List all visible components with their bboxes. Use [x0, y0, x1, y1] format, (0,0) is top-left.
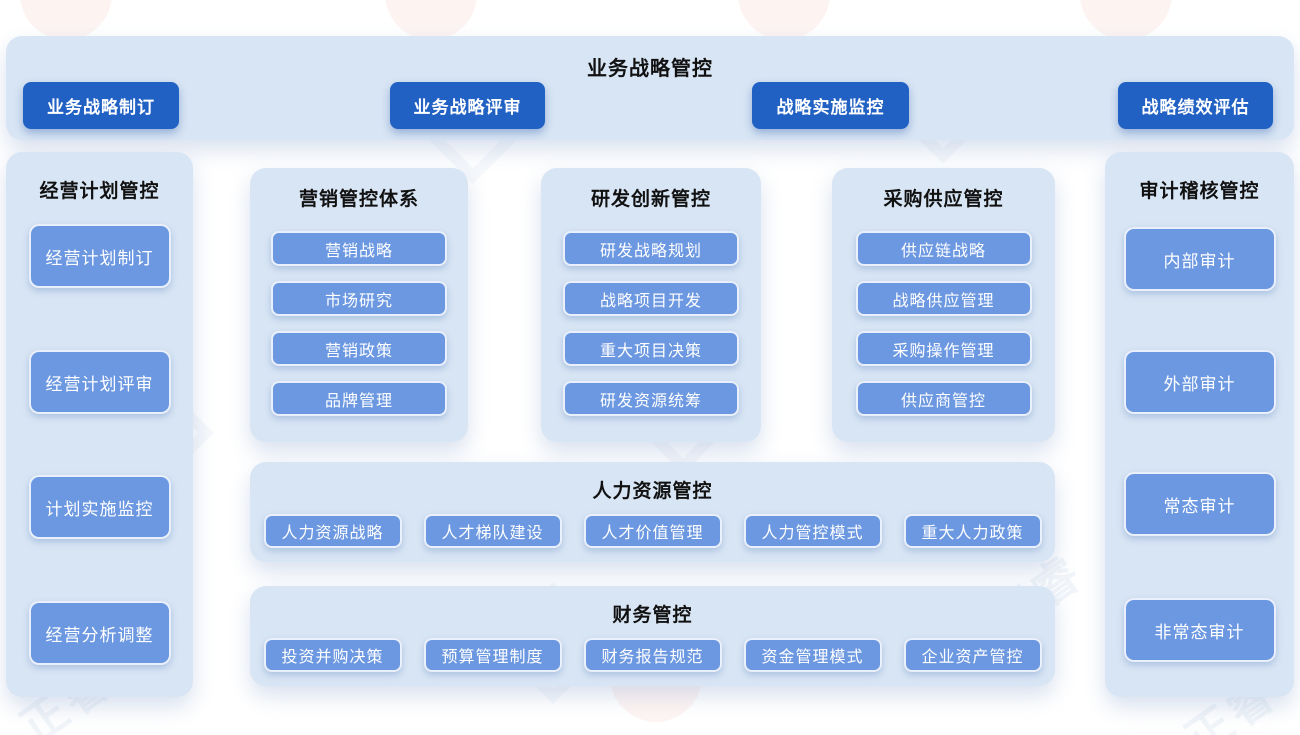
node-item: 研发战略规划 [563, 231, 739, 266]
node-item: 投资并购决策 [263, 638, 402, 672]
panel-finance-control: 财务管控 投资并购决策 预算管理制度 财务报告规范 资金管理模式 企业资产管控 [250, 586, 1055, 686]
finance-items-row: 投资并购决策 预算管理制度 财务报告规范 资金管理模式 企业资产管控 [250, 638, 1055, 672]
node-item: 经营计划制订 [28, 224, 171, 288]
node-item: 人才梯队建设 [423, 514, 562, 548]
node-item: 营销战略 [271, 231, 447, 266]
panel-audit-control: 审计稽核管控 内部审计 外部审计 常态审计 非常态审计 [1105, 152, 1294, 697]
node-strategy-implementation-monitor: 战略实施监控 [752, 82, 909, 129]
node-item: 经营分析调整 [28, 601, 171, 665]
panel-title: 审计稽核管控 [1139, 181, 1260, 202]
node-item: 资金管理模式 [743, 638, 882, 672]
panel-title: 人力资源管控 [592, 481, 713, 502]
panel-business-strategy-control: 业务战略管控 业务战略制订 业务战略评审 战略实施监控 战略绩效评估 [6, 36, 1294, 140]
watermark-logo-icon [738, 0, 830, 40]
panel-title: 财务管控 [612, 605, 693, 626]
node-item: 市场研究 [271, 281, 447, 316]
node-item: 财务报告规范 [583, 638, 722, 672]
watermark-logo-icon [385, 0, 477, 40]
panel-operating-plan-control: 经营计划管控 经营计划制订 经营计划评审 计划实施监控 经营分析调整 [6, 152, 193, 697]
node-item: 外部审计 [1123, 350, 1276, 414]
node-item: 人力资源战略 [263, 514, 402, 548]
node-item: 人力管控模式 [743, 514, 882, 548]
node-item: 供应商管控 [855, 381, 1032, 416]
watermark-logo-icon [20, 0, 112, 40]
panel-hr-control: 人力资源管控 人力资源战略 人才梯队建设 人才价值管理 人力管控模式 重大人力政… [250, 462, 1055, 562]
node-item: 计划实施监控 [28, 475, 171, 539]
node-item: 品牌管理 [271, 381, 447, 416]
node-item: 战略项目开发 [563, 281, 739, 316]
hr-items-row: 人力资源战略 人才梯队建设 人才价值管理 人力管控模式 重大人力政策 [250, 514, 1055, 548]
panel-title: 营销管控体系 [298, 189, 419, 210]
node-item: 采购操作管理 [855, 331, 1032, 366]
panel-title: 采购供应管控 [883, 189, 1004, 210]
panel-title: 经营计划管控 [39, 181, 160, 202]
node-item: 重大项目决策 [563, 331, 739, 366]
node-item: 企业资产管控 [903, 638, 1042, 672]
panel-rd-innovation-control: 研发创新管控 研发战略规划 战略项目开发 重大项目决策 研发资源统筹 [541, 168, 761, 442]
node-item: 战略供应管理 [855, 281, 1032, 316]
panel-procurement-supply-control: 采购供应管控 供应链战略 战略供应管理 采购操作管理 供应商管控 [832, 168, 1055, 442]
node-strategy-review: 业务战略评审 [390, 82, 545, 129]
panel-title: 研发创新管控 [590, 189, 711, 210]
node-item: 经营计划评审 [28, 350, 171, 414]
node-item: 非常态审计 [1123, 598, 1276, 662]
node-item: 供应链战略 [855, 231, 1032, 266]
panel-marketing-control: 营销管控体系 营销战略 市场研究 营销政策 品牌管理 [250, 168, 468, 442]
node-item: 常态审计 [1123, 472, 1276, 536]
node-item: 预算管理制度 [423, 638, 562, 672]
node-item: 研发资源统筹 [563, 381, 739, 416]
node-item: 内部审计 [1123, 227, 1276, 291]
node-item: 人才价值管理 [583, 514, 722, 548]
node-strategy-performance-evaluation: 战略绩效评估 [1118, 82, 1273, 129]
node-strategy-formulation: 业务战略制订 [23, 82, 179, 129]
node-item: 营销政策 [271, 331, 447, 366]
watermark-logo-icon [1080, 0, 1172, 40]
panel-title: 业务战略管控 [587, 58, 713, 80]
node-item: 重大人力政策 [903, 514, 1042, 548]
